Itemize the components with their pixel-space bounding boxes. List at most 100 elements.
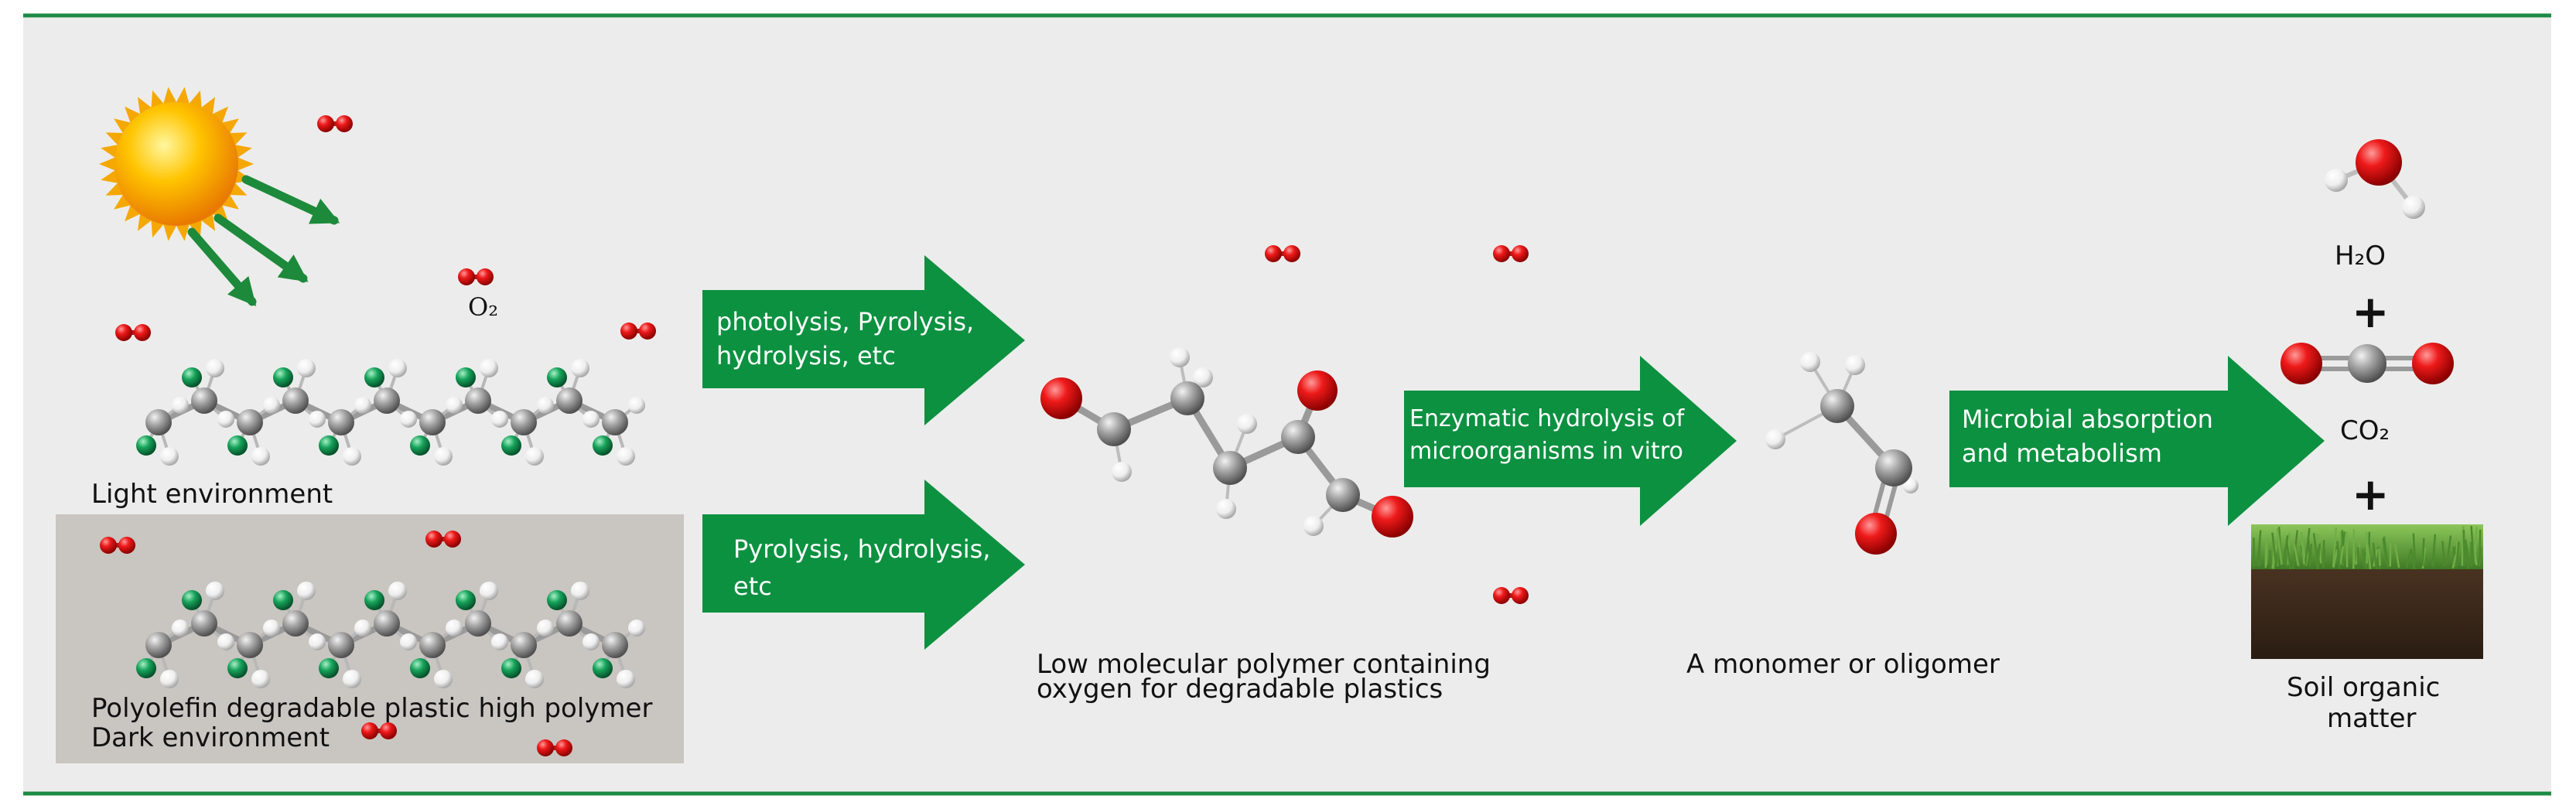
hydrogen-atom bbox=[1193, 367, 1213, 387]
hydrogen-atom bbox=[172, 620, 189, 637]
oxygen-atom bbox=[115, 324, 132, 341]
arrow-microbial-absorption bbox=[1949, 356, 2325, 526]
arrow-enzymatic-hydrolysis bbox=[1404, 356, 1737, 526]
hydrogen-atom bbox=[217, 411, 234, 428]
hydrogen-atom bbox=[354, 397, 371, 414]
hydrogen-atom bbox=[480, 582, 498, 600]
hydrogen-atom bbox=[2402, 196, 2425, 219]
o2-molecule-icon bbox=[537, 739, 572, 756]
chlorine-atom bbox=[547, 590, 567, 610]
chlorine-atom bbox=[547, 367, 567, 387]
ray-arrowhead bbox=[309, 198, 340, 224]
hydrogen-atom bbox=[491, 633, 508, 650]
oxygen-atom bbox=[477, 268, 494, 285]
carbon-atom bbox=[145, 409, 172, 435]
oxygen-atom bbox=[458, 268, 475, 285]
hydrogen-atom bbox=[1216, 499, 1236, 519]
hydrogen-atom bbox=[354, 620, 371, 637]
o2-molecule-icon bbox=[620, 323, 656, 340]
dark-environment-label: Dark environment bbox=[91, 722, 330, 753]
hydrogen-atom bbox=[537, 620, 554, 637]
oxygen-atom bbox=[555, 739, 572, 756]
monomer-label: A monomer or oligomer bbox=[1686, 649, 2000, 680]
arrow-microbial-text-line2: and metabolism bbox=[1962, 439, 2162, 468]
chlorine-atom bbox=[501, 435, 521, 456]
oxygen-atom bbox=[425, 531, 442, 548]
oxygen-atom bbox=[1512, 587, 1529, 604]
chlorine-atom bbox=[182, 367, 202, 387]
chlorine-atom bbox=[593, 435, 613, 456]
carbon-atom bbox=[556, 387, 583, 414]
carbon-atom bbox=[602, 409, 628, 435]
plus-sign-1: + bbox=[2352, 285, 2390, 338]
polyolefin-label: Polyolefin degradable plastic high polym… bbox=[91, 693, 653, 724]
arrow-light-degradation bbox=[702, 255, 1025, 425]
o2-molecule-icon bbox=[1265, 245, 1300, 262]
oxygen-atom bbox=[444, 531, 461, 548]
carbon-atom bbox=[511, 409, 537, 435]
hydrogen-atom bbox=[617, 447, 635, 466]
light-environment-label: Light environment bbox=[91, 479, 333, 510]
hydrogen-atom bbox=[206, 582, 224, 600]
oxygen-atom bbox=[2356, 139, 2402, 186]
o2-molecule-icon bbox=[361, 722, 397, 739]
monomer-molecule bbox=[1765, 352, 1918, 555]
hydrogen-atom bbox=[583, 411, 600, 428]
carbon-atom bbox=[1213, 451, 1247, 485]
hydrogen-atom bbox=[2325, 169, 2348, 192]
hydrogen-atom bbox=[217, 633, 234, 650]
hydrogen-atom bbox=[297, 359, 316, 377]
chlorine-atom bbox=[227, 658, 248, 678]
oxygen-atom bbox=[1283, 245, 1300, 262]
chlorine-atom bbox=[456, 367, 476, 387]
plus-sign-2: + bbox=[2352, 468, 2390, 521]
oxygen-atom bbox=[380, 722, 397, 739]
oxygen-atom bbox=[361, 722, 378, 739]
oxygen-atom bbox=[620, 323, 637, 340]
hydrogen-atom bbox=[343, 670, 361, 688]
oxygen-atom bbox=[118, 537, 135, 554]
hydrogen-atom bbox=[263, 397, 280, 414]
hydrogen-atom bbox=[297, 582, 316, 600]
arrow-light-text-line2: hydrolysis, etc bbox=[716, 341, 896, 370]
hydrogen-atom bbox=[480, 359, 498, 377]
oxygen-atom bbox=[2412, 343, 2454, 384]
carbon-atom bbox=[556, 610, 583, 637]
chlorine-atom bbox=[319, 658, 339, 678]
hydrogen-atom bbox=[1170, 347, 1190, 367]
sun-ray-arrows bbox=[187, 175, 340, 307]
carbon-atom bbox=[1097, 412, 1131, 446]
carbon-atom bbox=[511, 632, 537, 658]
o2-molecule-icon bbox=[317, 115, 353, 132]
co2-molecule-icon bbox=[2280, 343, 2454, 384]
carbon-atom bbox=[419, 409, 446, 435]
oxygen-atom bbox=[1265, 245, 1282, 262]
sun-icon bbox=[99, 87, 254, 241]
o2-molecule-icon bbox=[1493, 587, 1529, 604]
chlorine-atom bbox=[501, 658, 521, 678]
oxygen-atom bbox=[2280, 343, 2322, 384]
arrow-dark-degradation bbox=[702, 480, 1025, 650]
hydrogen-atom bbox=[446, 397, 463, 414]
hydrogen-atom bbox=[400, 633, 417, 650]
oxygen-atom bbox=[1372, 496, 1413, 538]
carbon-atom bbox=[328, 632, 354, 658]
polymer-chain-dark bbox=[136, 582, 645, 688]
arrow-enzymatic-text-line1: Enzymatic hydrolysis of bbox=[1409, 405, 1685, 432]
carbon-atom bbox=[282, 387, 309, 414]
soil-label-line1: Soil organic bbox=[2287, 672, 2441, 703]
hydrogen-atom bbox=[251, 670, 270, 688]
oxygen-atom bbox=[1297, 370, 1338, 411]
carbon-atom bbox=[1326, 478, 1360, 512]
intermediate-label-line1: Low molecular polymer containing bbox=[1037, 649, 1491, 680]
o2-label: O₂ bbox=[468, 292, 499, 322]
carbon-atom bbox=[191, 610, 217, 637]
chlorine-atom bbox=[273, 590, 293, 610]
arrow-enzymatic-text-line2: microorganisms in vitro bbox=[1409, 438, 1683, 465]
ray-arrowhead bbox=[277, 254, 309, 282]
hydrogen-atom bbox=[571, 582, 589, 600]
carbon-atom bbox=[1875, 449, 1912, 486]
hydrogen-atom bbox=[1845, 355, 1865, 375]
oxygen-atom bbox=[134, 324, 151, 341]
